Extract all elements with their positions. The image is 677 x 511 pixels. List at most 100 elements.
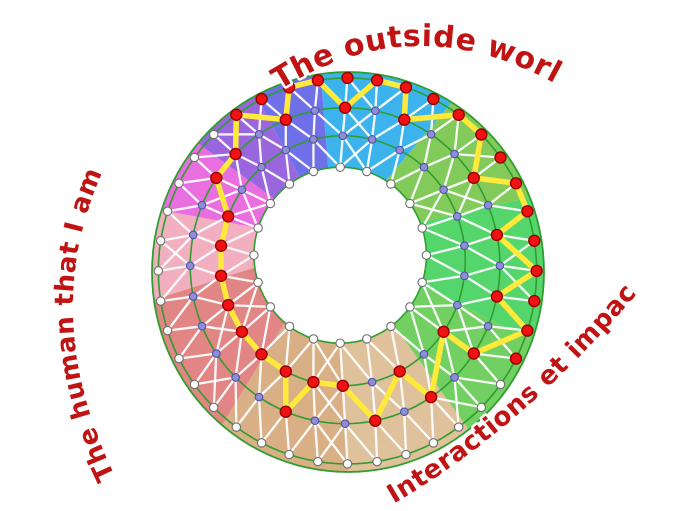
label-human-that-i-am: The human that I am — [50, 163, 122, 486]
outer-boundary-ring — [151, 71, 545, 473]
highlight-node — [509, 177, 523, 190]
mesh-line — [403, 410, 435, 445]
mesh-line — [166, 210, 195, 237]
highlight-node — [230, 108, 243, 122]
node — [162, 206, 173, 217]
node — [254, 129, 264, 139]
highlight-node — [369, 414, 382, 427]
mesh-line — [374, 86, 408, 112]
mesh-line — [260, 305, 272, 356]
sector-green-mid — [420, 197, 544, 341]
mesh-line — [486, 325, 529, 332]
mesh-line — [166, 295, 195, 332]
mesh-line — [157, 264, 192, 273]
highlight-node — [229, 147, 242, 161]
mesh-line — [284, 148, 291, 186]
mesh-line — [234, 330, 244, 379]
highlight-node — [427, 92, 440, 106]
highlight-node — [467, 171, 480, 185]
mesh-line — [193, 152, 237, 159]
node — [495, 379, 506, 390]
node — [417, 277, 427, 288]
node — [231, 422, 242, 432]
mesh-line — [370, 109, 377, 141]
highlight-node — [255, 92, 268, 106]
node — [265, 302, 276, 312]
mesh-line — [408, 166, 426, 205]
mesh-line — [159, 264, 192, 303]
mesh-line — [166, 325, 204, 332]
highlight-node — [521, 205, 534, 218]
mesh-line — [257, 353, 263, 399]
node — [308, 166, 319, 177]
node — [209, 129, 219, 140]
mesh-line — [339, 342, 374, 384]
mesh-line — [313, 109, 344, 137]
mesh-line — [316, 422, 347, 463]
mesh-line — [421, 215, 459, 230]
node — [362, 334, 372, 344]
node — [174, 178, 184, 189]
mesh-line — [240, 188, 260, 230]
mesh-line — [456, 295, 499, 307]
mesh-line — [442, 330, 456, 379]
mesh-line — [389, 166, 426, 186]
mesh-line — [472, 352, 518, 360]
mesh-line — [313, 419, 320, 463]
node — [386, 321, 396, 332]
mesh-line — [456, 303, 490, 328]
sector-purple — [197, 95, 300, 199]
mesh-line — [486, 204, 529, 213]
node — [483, 200, 493, 210]
mesh-line — [260, 410, 287, 445]
node — [417, 223, 427, 233]
node — [452, 212, 462, 221]
mesh-line — [200, 325, 244, 333]
node — [188, 292, 198, 301]
node — [367, 135, 377, 144]
mesh-line — [313, 384, 344, 422]
node — [405, 302, 415, 312]
mesh-line — [260, 166, 291, 186]
node — [284, 179, 295, 189]
mesh-line — [456, 204, 490, 218]
node — [174, 353, 184, 364]
mesh-line — [421, 274, 466, 284]
highlight-node — [279, 113, 292, 126]
mesh-line — [425, 254, 466, 277]
mesh-line — [421, 281, 459, 307]
node — [211, 349, 221, 358]
mesh-line — [219, 274, 260, 284]
node — [231, 373, 240, 382]
mesh-line — [177, 325, 204, 360]
highlight-node — [307, 375, 320, 389]
mesh-line — [312, 342, 342, 384]
mesh-line — [408, 202, 459, 218]
highlight-node — [214, 269, 228, 282]
node — [253, 223, 263, 233]
mesh-line — [193, 376, 237, 386]
mesh-line — [177, 182, 204, 207]
mesh-line — [422, 133, 433, 169]
ring-line — [253, 166, 428, 345]
mesh-line — [219, 226, 260, 247]
node — [450, 149, 459, 159]
node — [162, 325, 173, 336]
highlight-node — [255, 348, 268, 361]
mesh-line — [389, 148, 401, 186]
mesh-line — [463, 264, 502, 277]
highlight-node — [424, 390, 438, 404]
node — [155, 296, 166, 306]
highlight-node — [279, 365, 292, 378]
node — [460, 241, 469, 251]
node — [254, 392, 264, 402]
mesh-line — [257, 395, 263, 445]
highlight-node — [341, 71, 354, 85]
mesh-line — [365, 148, 401, 173]
node — [281, 145, 291, 155]
mesh-line — [260, 325, 291, 356]
node — [362, 166, 372, 177]
node — [419, 162, 429, 172]
mesh-line — [374, 419, 408, 456]
